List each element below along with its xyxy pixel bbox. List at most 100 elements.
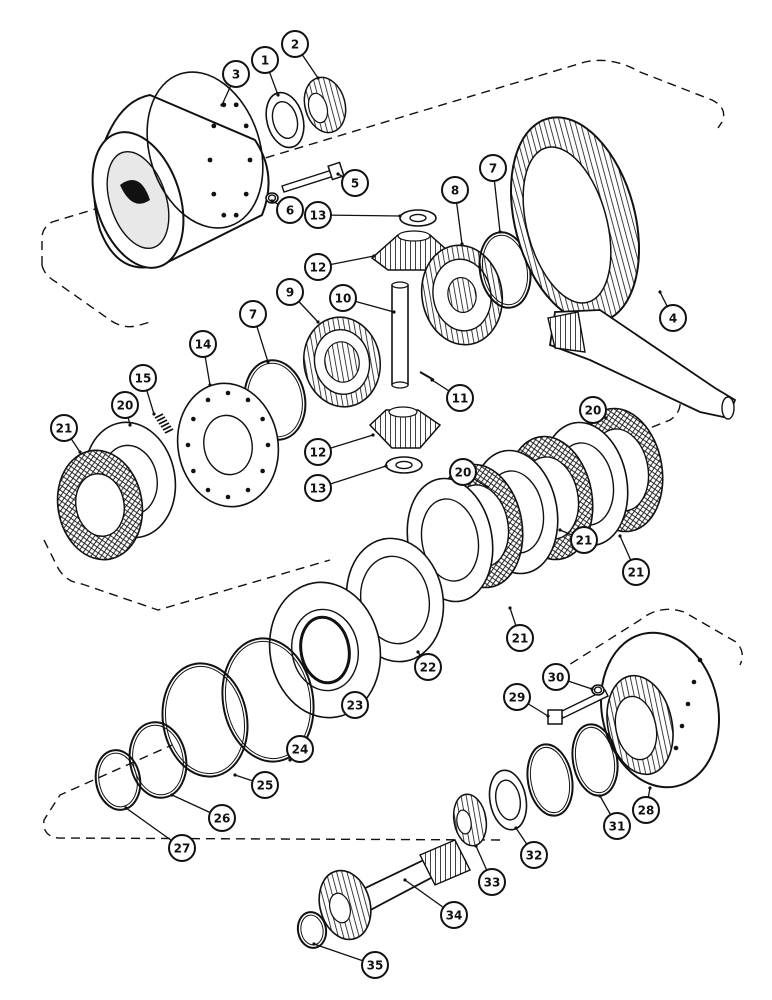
callout-c11: 11	[446, 384, 474, 412]
seal-ring-part-26	[128, 721, 188, 799]
callout-c25: 25	[251, 771, 279, 799]
callout-c29: 29	[503, 683, 531, 711]
callout-label-c5: 5	[351, 177, 359, 191]
callout-label-c26: 26	[214, 812, 231, 826]
callout-circle-c30	[542, 663, 570, 691]
carrier-housing-part-28	[599, 631, 721, 789]
callout-c7b: 7	[239, 300, 267, 328]
housing-part-3	[91, 71, 270, 269]
lock-gear-part-9	[302, 316, 382, 408]
callout-circle-c32	[520, 841, 548, 869]
callout-circle-c9	[276, 278, 304, 306]
group-outline-upper	[41, 59, 725, 265]
group-outline-mid-left	[43, 539, 331, 611]
callout-circle-c23	[341, 691, 369, 719]
callout-c33: 33	[478, 868, 506, 896]
callout-c24: 24	[286, 735, 314, 763]
leader-tip-c21a	[78, 450, 82, 454]
snap-ring-part-27	[94, 749, 142, 811]
callout-label-c11: 11	[452, 392, 469, 406]
callout-circle-c2	[281, 30, 309, 58]
callout-label-c23: 23	[347, 699, 364, 713]
callout-label-c14: 14	[195, 338, 212, 352]
callout-c21b: 21	[622, 558, 650, 586]
leader-tip-c21c	[508, 606, 512, 610]
group-outline-upper-left	[41, 264, 151, 328]
callout-label-c20a: 20	[117, 399, 134, 413]
group-outline-lower-right	[544, 608, 743, 681]
callout-label-c6: 6	[286, 204, 294, 218]
callout-c6: 6	[276, 196, 304, 224]
washer-part-30	[591, 684, 605, 696]
callout-circle-c12a	[304, 253, 332, 281]
callout-label-c21b: 21	[628, 566, 645, 580]
callout-c3: 3	[222, 60, 250, 88]
callout-circle-c20a	[111, 391, 139, 419]
callout-circle-c7a	[479, 154, 507, 182]
callout-c13a: 13	[304, 201, 332, 229]
callout-c7a: 7	[479, 154, 507, 182]
leader-tip-c30	[590, 687, 594, 691]
callout-c9: 9	[276, 278, 304, 306]
callout-label-c12b: 12	[310, 446, 327, 460]
callout-label-c1: 1	[261, 54, 269, 68]
callout-label-c28: 28	[638, 804, 655, 818]
callout-c13b: 13	[304, 474, 332, 502]
callout-c32: 32	[520, 841, 548, 869]
piston-part-23	[268, 581, 382, 719]
callout-c27: 27	[168, 834, 196, 862]
callout-c1: 1	[251, 46, 279, 74]
callout-circle-c31	[603, 812, 631, 840]
callout-circle-c4	[659, 304, 687, 332]
leader-tip-c13b	[384, 464, 388, 468]
leader-tip-c12b	[371, 433, 375, 437]
callout-c26: 26	[208, 804, 236, 832]
thrust-washer-part-13b	[385, 456, 423, 474]
callout-circle-c3	[222, 60, 250, 88]
callout-circle-c28	[632, 796, 660, 824]
callout-circle-c14	[189, 330, 217, 358]
pinion-gear-part-12b	[368, 406, 442, 449]
callout-circle-c21a	[50, 414, 78, 442]
callout-label-c21a: 21	[56, 422, 73, 436]
callout-circle-c8	[441, 176, 469, 204]
leader-tip-c31	[598, 794, 602, 798]
bearing-cup-part-32	[488, 769, 528, 831]
seal-ring-part-31b	[526, 743, 574, 817]
callout-c20a: 20	[111, 391, 139, 419]
leader-tip-c14	[208, 383, 212, 387]
ring-gear-and-pinion-part-4	[509, 116, 737, 420]
leader-tip-c12a	[372, 254, 376, 258]
leader-tip-c20b	[604, 416, 608, 420]
leader-tip-c9	[316, 320, 320, 324]
callout-circle-c5	[341, 169, 369, 197]
leader-tip-c4	[658, 290, 662, 294]
callout-c28: 28	[632, 796, 660, 824]
callout-c21c: 21	[506, 624, 534, 652]
callout-circle-c35	[361, 951, 389, 979]
callout-label-c7b: 7	[249, 308, 257, 322]
callout-circle-c29	[503, 683, 531, 711]
callout-circle-c24	[286, 735, 314, 763]
leader-tip-c34	[403, 878, 407, 882]
callout-c31: 31	[603, 812, 631, 840]
leader-tip-c7a	[498, 230, 502, 234]
callout-label-c20b: 20	[585, 404, 602, 418]
leader-tip-c33	[474, 844, 478, 848]
leader-tip-c3	[220, 103, 224, 107]
callout-label-c24: 24	[292, 743, 309, 757]
callout-c12b: 12	[304, 438, 332, 466]
cross-shaft-part-10	[391, 281, 409, 389]
callout-label-c21d: 21	[576, 534, 593, 548]
callout-c30: 30	[542, 663, 570, 691]
callout-circle-c22	[414, 653, 442, 681]
seal-ring-part-24	[221, 637, 315, 763]
callout-circle-c6	[276, 196, 304, 224]
callout-label-c12a: 12	[310, 261, 327, 275]
callout-label-c32: 32	[526, 849, 543, 863]
seal-ring-part-25	[161, 662, 249, 778]
callout-circle-c13b	[304, 474, 332, 502]
callout-c34: 34	[440, 901, 468, 929]
callout-circle-c10	[329, 284, 357, 312]
